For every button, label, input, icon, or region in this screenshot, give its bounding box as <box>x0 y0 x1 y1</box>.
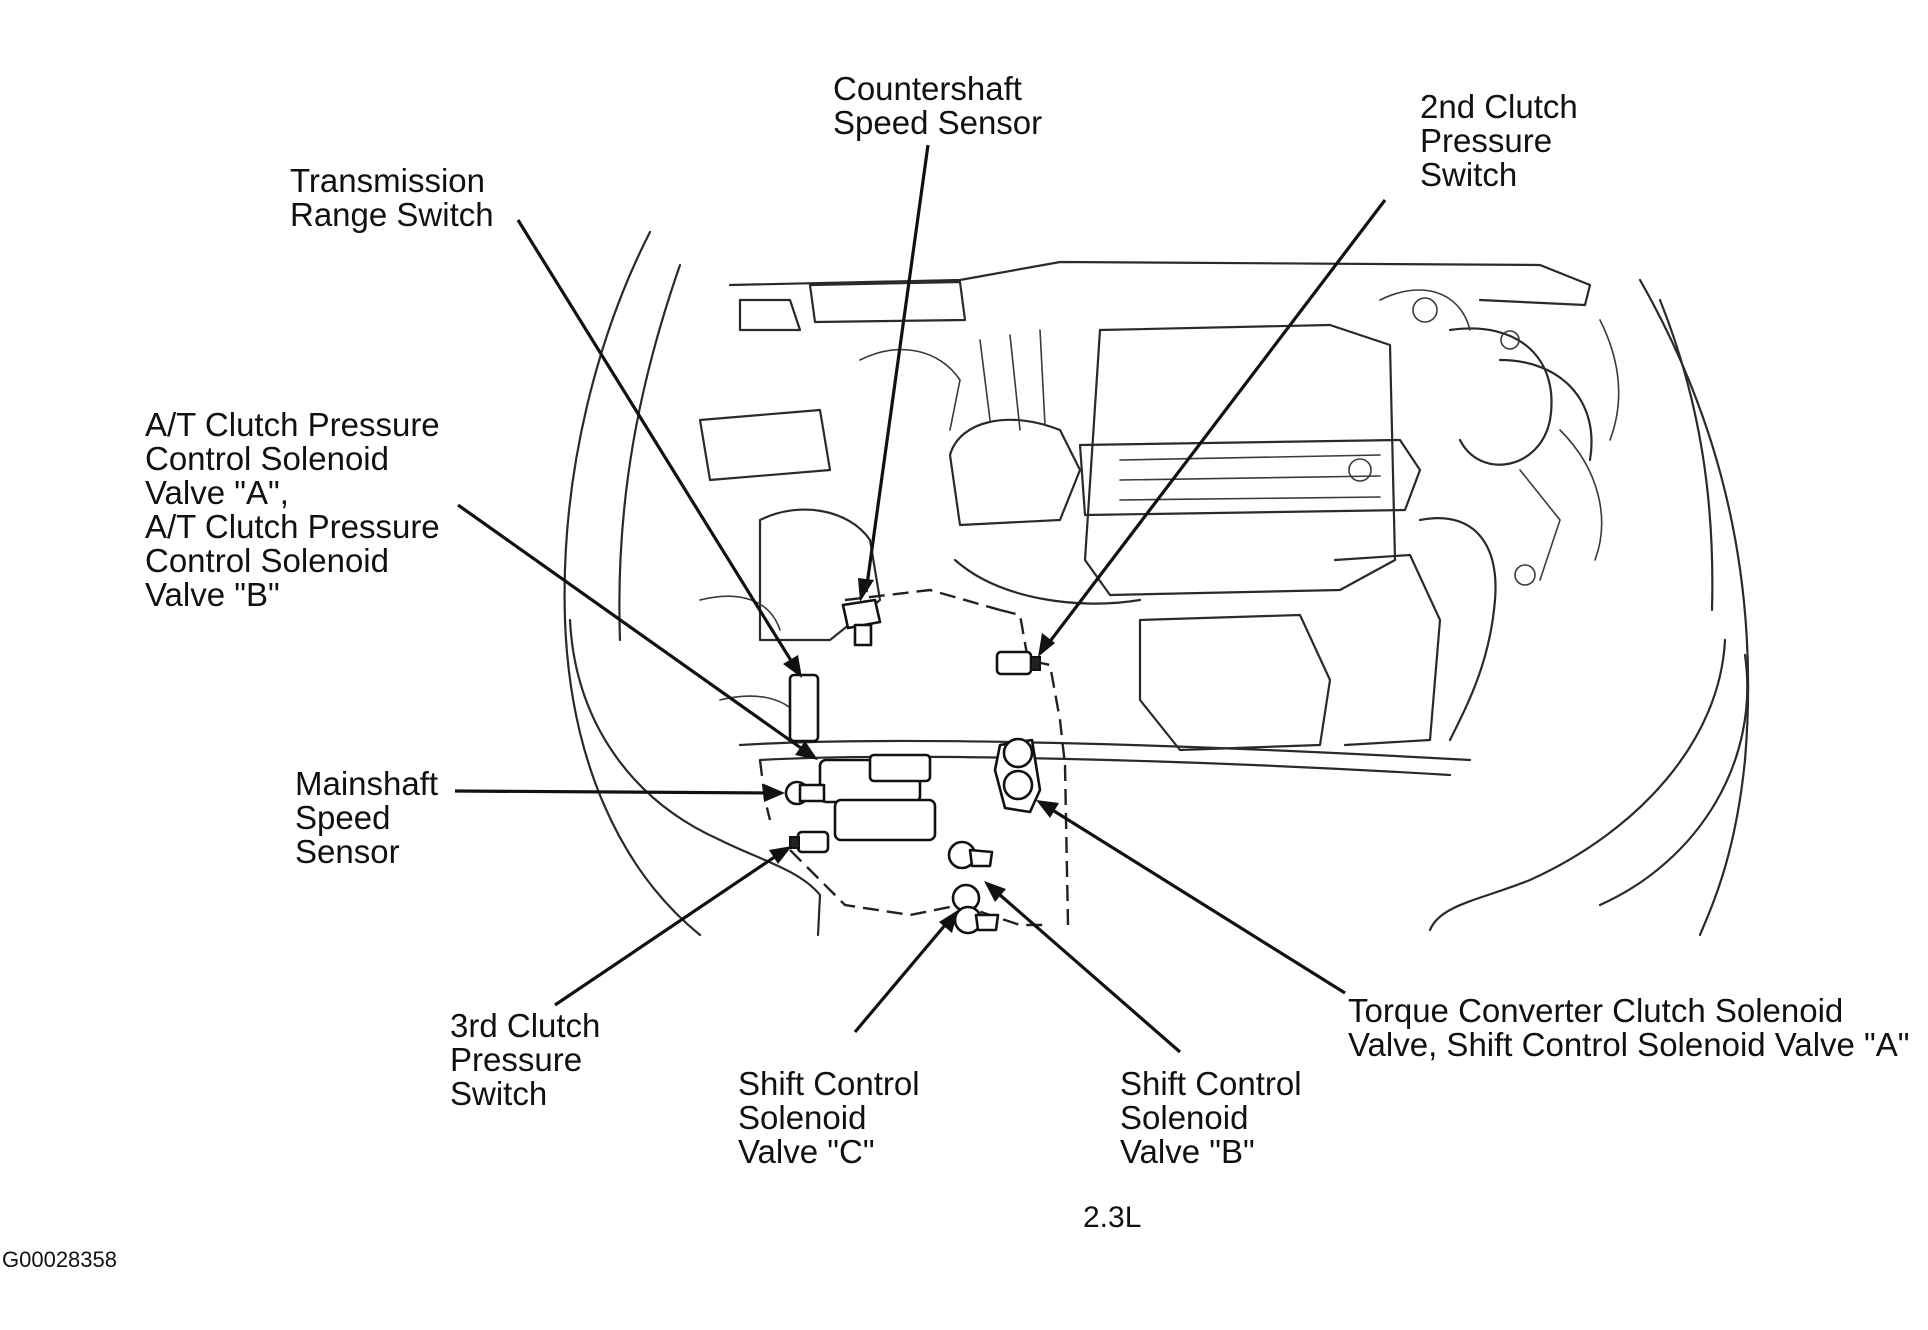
arrowhead-3rd-clutch <box>769 846 792 864</box>
arrowhead-shift-c <box>939 910 958 933</box>
label-2nd-clutch-pressure-switch: 2nd Clutch Pressure Switch <box>1420 88 1587 193</box>
leader-countershaft <box>864 144 930 593</box>
engine-size-caption: 2.3L <box>1083 1201 1141 1234</box>
figure-id: G00028358 <box>2 1247 117 1272</box>
label-torque-converter-clutch-solenoid: Torque Converter Clutch Solenoid Valve, … <box>1348 992 1910 1063</box>
arrowhead-2nd-clutch <box>1038 633 1055 657</box>
leader-range-switch <box>516 219 797 668</box>
component-third-clutch-pressure-switch <box>789 830 830 854</box>
arrowhead-countershaft <box>858 578 874 602</box>
arrowhead-torque-converter <box>1036 800 1059 818</box>
component-shift-control-solenoid-c <box>953 905 1000 935</box>
leader-shift-b <box>990 886 1182 1054</box>
label-3rd-clutch-pressure-switch: 3rd Clutch Pressure Switch <box>450 1007 610 1112</box>
component-mainshaft-speed-sensor <box>784 780 826 806</box>
arrowhead-at-clutch <box>795 741 818 760</box>
component-torque-converter-solenoid <box>993 737 1042 814</box>
leader-torque-converter <box>1045 804 1346 995</box>
component-countershaft-speed-sensor <box>841 598 882 647</box>
component-at-clutch-pressure-solenoids <box>818 753 937 842</box>
arrowhead-shift-b <box>984 881 1006 902</box>
label-transmission-range-switch: Transmission Range Switch <box>290 162 494 233</box>
component-second-clutch-pressure-switch <box>995 650 1041 676</box>
component-shift-control-solenoid-b <box>947 840 994 913</box>
leader-shift-c <box>853 916 953 1034</box>
label-at-clutch-pressure-solenoids: A/T Clutch Pressure Control Solenoid Val… <box>145 406 449 613</box>
leader-lines <box>454 144 1387 1054</box>
leader-2nd-clutch <box>1043 199 1387 649</box>
label-shift-control-solenoid-c: Shift Control Solenoid Valve "C" <box>738 1065 929 1170</box>
label-countershaft-speed-sensor: Countershaft Speed Sensor <box>833 70 1042 141</box>
label-mainshaft-speed-sensor: Mainshaft Speed Sensor <box>295 765 447 870</box>
leader-3rd-clutch <box>554 850 783 1007</box>
engine-bay-illustration <box>563 230 1750 937</box>
arrowhead-range-switch <box>783 655 802 678</box>
component-transmission-range-switch <box>788 673 820 743</box>
arrowhead-mainshaft <box>764 784 785 802</box>
leader-at-clutch <box>457 503 809 755</box>
leader-mainshaft <box>454 789 776 795</box>
label-shift-control-solenoid-b: Shift Control Solenoid Valve "B" <box>1120 1065 1311 1170</box>
